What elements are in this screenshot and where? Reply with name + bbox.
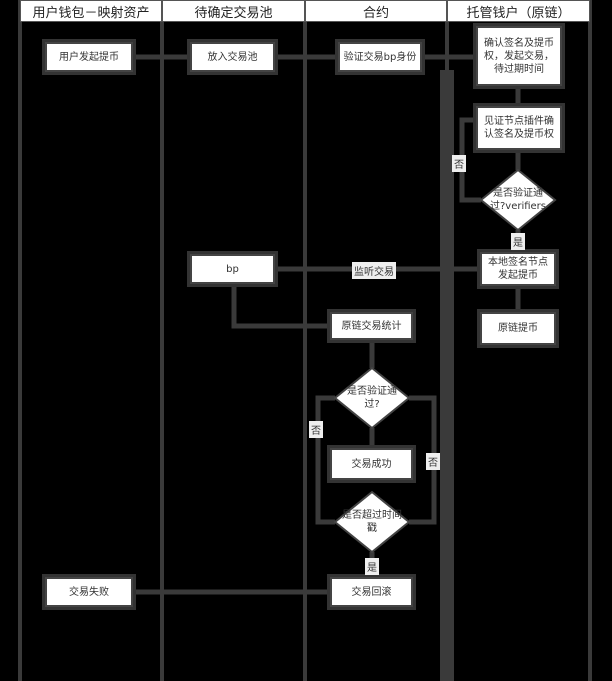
- edge: [315, 395, 335, 525]
- node-tx-fail: 交易失败: [45, 577, 133, 607]
- decision-verify-1: 是否验证通过?verifiers: [489, 188, 547, 212]
- decision-diamond-1: [479, 168, 557, 232]
- lane-header-custody: 托管钱户（原链）: [447, 0, 590, 22]
- node-tx-success: 交易成功: [330, 448, 413, 480]
- node-chain-stats: 原链交易统计: [330, 312, 413, 340]
- node-put-pool: 放入交易池: [190, 42, 275, 72]
- edge-label-yes-2: 是: [365, 558, 379, 575]
- edge-label-no-1: 否: [452, 155, 466, 172]
- edge: [231, 284, 330, 329]
- edge-label-yes-1: 是: [511, 233, 525, 250]
- decision-diamond-2: [333, 366, 411, 430]
- lane-header-contract: 合约: [305, 0, 447, 22]
- node-local-sign: 本地签名节点发起提币: [480, 252, 556, 286]
- node-bp: bp: [190, 254, 275, 284]
- edge-label-listen: 监听交易: [352, 262, 396, 279]
- lane-header-pool: 待确定交易池: [162, 0, 305, 22]
- node-verify-bp: 验证交易bp身份: [338, 42, 422, 72]
- node-chain-withdraw: 原链提币: [480, 312, 556, 345]
- node-witness: 见证节点插件确认签名及提币权: [476, 106, 562, 150]
- edge-label-no-2: 否: [309, 421, 323, 438]
- decision-diamond-3: [333, 490, 411, 554]
- edge-label-no-3: 否: [426, 453, 440, 470]
- decision-verify-2: 是否验证通过?: [347, 386, 397, 410]
- decision-timeout: 是否超过时间戳: [342, 510, 402, 534]
- node-confirm-sign: 确认签名及提币权，发起交易，待过期时间: [476, 26, 562, 86]
- lane-header-user-wallet: 用户钱包－映射资产: [20, 0, 162, 22]
- node-tx-rollback: 交易回滚: [330, 577, 413, 607]
- node-user-withdraw: 用户发起提币: [45, 42, 133, 72]
